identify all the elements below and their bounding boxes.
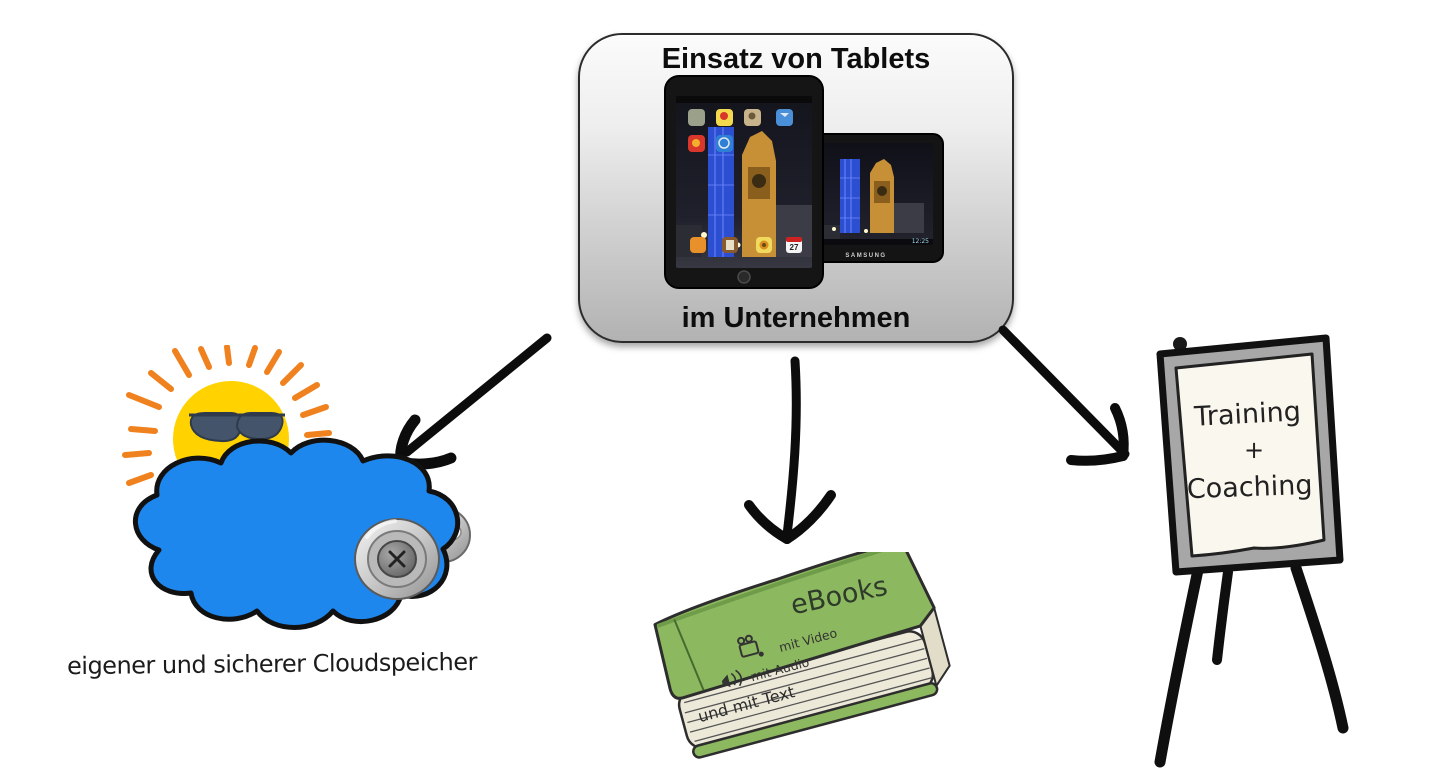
- header-title: Einsatz von Tablets: [661, 43, 931, 75]
- home-button: [737, 270, 751, 284]
- dock-icon-music: [690, 237, 706, 253]
- secure-cloud-illustration: [122, 345, 471, 630]
- cloud-caption: eigener und sicherer Cloudspeicher: [66, 647, 478, 681]
- training-line3: Coaching: [1186, 470, 1313, 505]
- tablets-header-box: Einsatz von Tablets: [578, 33, 1014, 343]
- flipchart-paper: [1174, 352, 1326, 558]
- lock-icon: [354, 518, 440, 600]
- flipchart-illustration: Training + Coaching: [1154, 334, 1349, 768]
- book-pages: [677, 605, 951, 759]
- sunglasses-icon: [189, 412, 285, 443]
- ipad-tablet: 27: [664, 75, 824, 289]
- flipchart-legs: [1154, 562, 1349, 768]
- ebook-illustration: eBooks mit Video mit Audio und mit Text: [653, 552, 951, 759]
- app-icon-tv: [688, 109, 705, 126]
- ipad-screen: 27: [676, 96, 812, 268]
- training-line1: Training: [1193, 396, 1302, 433]
- dock-icon-calendar: 27: [786, 237, 802, 253]
- samsung-clock: 12:25: [912, 238, 929, 245]
- book-cover: [653, 552, 936, 700]
- arrow-to-ebooks: [744, 356, 836, 544]
- header-subtitle: im Unternehmen: [681, 302, 911, 334]
- video-camera-icon: [737, 634, 764, 658]
- arrow-to-training: [998, 325, 1130, 466]
- samsung-logo: SAMSUNG: [845, 253, 886, 259]
- speaker-icon: [721, 669, 743, 688]
- calendar-day: 27: [790, 243, 799, 252]
- sun-rays-icon: [122, 345, 332, 486]
- status-bar: [676, 96, 812, 103]
- samsung-tablet: 12:25 SAMSUNG: [788, 133, 944, 263]
- blue-tower: [840, 159, 860, 233]
- app-icon-videos: [776, 109, 793, 126]
- training-line2: +: [1244, 436, 1264, 464]
- flipchart-board: [1156, 334, 1344, 576]
